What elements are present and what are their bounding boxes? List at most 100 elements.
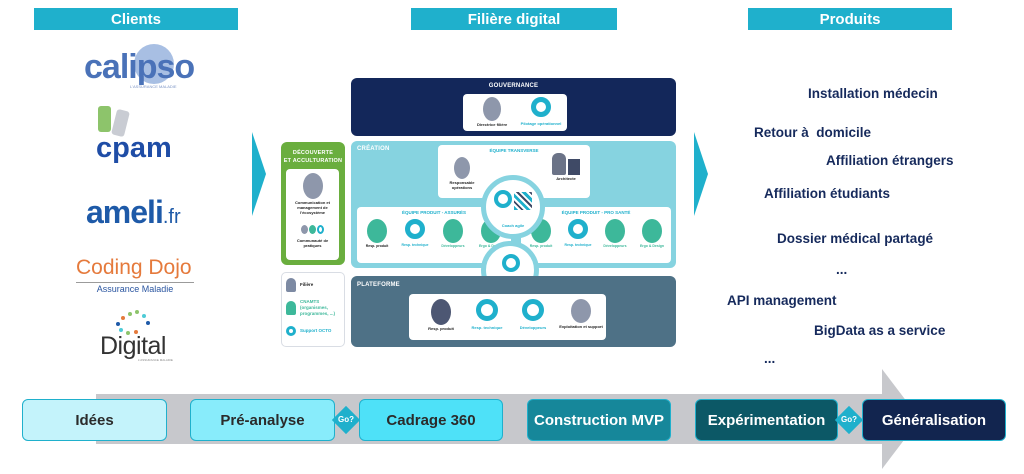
cpam-logo: cpam <box>94 106 184 166</box>
equipe-assures-title: ÉQUIPE PRODUIT - ASSURÉS <box>401 210 467 215</box>
gouvernance-card: Directrice filière Pilotage opérationnel <box>463 94 567 131</box>
person-communaute: Communauté de pratiques <box>288 225 337 248</box>
legend-label: Filière <box>300 282 314 287</box>
person-label: Resp. technique <box>401 243 429 247</box>
product-item: ... <box>764 351 776 366</box>
team-member: Resp. produit <box>359 219 395 248</box>
person-grey-icon <box>483 97 501 121</box>
product-item: ... <box>836 262 848 277</box>
stage-cadrage-360: Cadrage 360 <box>359 399 503 441</box>
person-label: Ergo & Design <box>478 244 504 248</box>
chevron-right-icon <box>694 132 708 216</box>
octo-icon <box>522 299 544 321</box>
calipso-logo-text: calipso <box>84 48 195 86</box>
decouverte-title: DÉCOUVERTE ET ACCULTURATION <box>281 149 345 165</box>
legend-item-cnamts: CNAMTS (organismes, programmes, ...) <box>286 299 342 317</box>
team-member: Resp. produit <box>421 299 461 331</box>
legend-label: Support OCTO <box>300 328 332 333</box>
go-gate-2: Go? <box>834 405 864 435</box>
chevron-right-icon <box>252 132 266 216</box>
product-item: API management <box>727 293 837 308</box>
go-gate-label: Go? <box>841 415 857 424</box>
team-member: Développeurs <box>597 219 633 248</box>
architect-icon <box>546 153 586 175</box>
digital-dots-icon <box>114 310 150 336</box>
calipso-logo: calipso L'ASSURANCE MALADIE <box>84 42 195 89</box>
ameli-logo: ameli.fr <box>86 194 181 231</box>
person-green-icon <box>642 219 662 243</box>
person-label: Communauté de pratiques <box>296 238 329 248</box>
coach-agile-label: Coach agile <box>501 223 525 228</box>
plateforme-panel: PLATEFORME Resp. produit Resp. technique… <box>351 276 676 347</box>
ameli-logo-text: ameli <box>86 194 164 230</box>
coding-dojo-divider <box>76 282 194 283</box>
person-grey-icon <box>286 278 296 292</box>
legend-panel: Filière CNAMTS (organismes, programmes, … <box>281 272 345 347</box>
octo-icon <box>502 254 520 272</box>
person-green-icon <box>443 219 463 243</box>
person-label: Développeurs <box>603 244 627 248</box>
person-label: Resp. technique <box>471 325 503 330</box>
stage-idees: Idées <box>22 399 167 441</box>
person-grey-icon <box>302 173 323 199</box>
person-grey-icon <box>454 157 470 179</box>
person-label: Resp. produit <box>529 244 553 248</box>
team-member: Resp. technique <box>560 219 596 247</box>
team-member: Développeurs <box>435 219 471 248</box>
person-label: Ergo & Design <box>639 244 665 248</box>
person-navy-icon <box>431 299 451 325</box>
person-label: Communication et management de l'écosyst… <box>295 200 330 215</box>
filiere-header: Filière digital <box>411 8 617 30</box>
plateforme-title: PLATEFORME <box>357 282 400 288</box>
person-label: Resp. produit <box>365 244 389 248</box>
person-directrice: Directrice filière <box>477 97 507 127</box>
legend-item-filiere: Filière <box>286 278 313 292</box>
product-item: Installation médecin <box>808 86 938 101</box>
person-grey-icon <box>571 299 591 323</box>
team-member: Resp. technique <box>465 299 509 330</box>
person-label: Architecte <box>556 176 576 181</box>
decouverte-card: Communication et management de l'écosyst… <box>286 169 339 260</box>
coding-dojo-logo-text: Coding Dojo <box>76 256 192 279</box>
plateforme-card: Resp. produit Resp. technique Développeu… <box>409 294 606 340</box>
equipe-transverse-title: ÉQUIPE TRANSVERSE <box>489 148 539 153</box>
product-item: Retour à domicile <box>754 125 872 140</box>
person-green-icon <box>605 219 625 243</box>
person-label: Développeurs <box>441 244 465 248</box>
person-label: Pilotage opérationnel <box>520 121 562 126</box>
calipso-logo-subtitle: L'ASSURANCE MALADIE <box>130 84 177 89</box>
decouverte-title-line2: ET ACCULTURATION <box>283 158 343 164</box>
legend-item-octo: Support OCTO <box>286 326 342 336</box>
equipe-prosante-card: ÉQUIPE PRODUIT - PRO SANTÉ Resp. produit… <box>521 207 671 263</box>
person-label: Exploitation et support <box>559 324 603 329</box>
gouvernance-title: GOUVERNANCE <box>488 83 539 89</box>
cpam-logo-text: cpam <box>96 132 172 164</box>
person-green-icon <box>286 301 296 315</box>
octo-icon <box>405 219 425 239</box>
product-item: Affiliation étrangers <box>826 153 954 168</box>
octo-icon <box>494 190 512 208</box>
digital-logo: Digital L'ASSURANCE MALADIE <box>100 310 176 366</box>
person-label: Directrice filière <box>477 122 508 127</box>
go-gate-label: Go? <box>338 415 354 424</box>
coach-agile-ring: Coach agile <box>481 175 545 239</box>
produits-header: Produits <box>748 8 952 30</box>
person-label: Resp. technique <box>564 243 592 247</box>
person-label: Resp. produit <box>428 326 454 331</box>
stage-experimentation: Expérimentation <box>695 399 838 441</box>
creation-panel: CRÉATION ÉQUIPE TRANSVERSE Responsable o… <box>351 141 676 268</box>
group-icon <box>288 225 337 234</box>
stage-construction-mvp: Construction MVP <box>527 399 671 441</box>
stage-generalisation: Généralisation <box>862 399 1006 441</box>
coding-dojo-logo-subtitle: Assurance Maladie <box>96 284 174 294</box>
team-member: Développeurs <box>511 299 555 330</box>
product-item: BigData as a service <box>814 323 946 338</box>
clients-header: Clients <box>34 8 238 30</box>
calipso-disc-icon <box>134 44 174 84</box>
ameli-logo-tld: .fr <box>162 206 181 228</box>
equipe-prosante-title: ÉQUIPE PRODUIT - PRO SANTÉ <box>561 210 631 215</box>
octo-icon <box>286 326 296 336</box>
person-resp-operations: Responsable opérations <box>444 157 480 190</box>
stage-pre-analyse: Pré-analyse <box>190 399 335 441</box>
octo-icon <box>531 97 551 117</box>
